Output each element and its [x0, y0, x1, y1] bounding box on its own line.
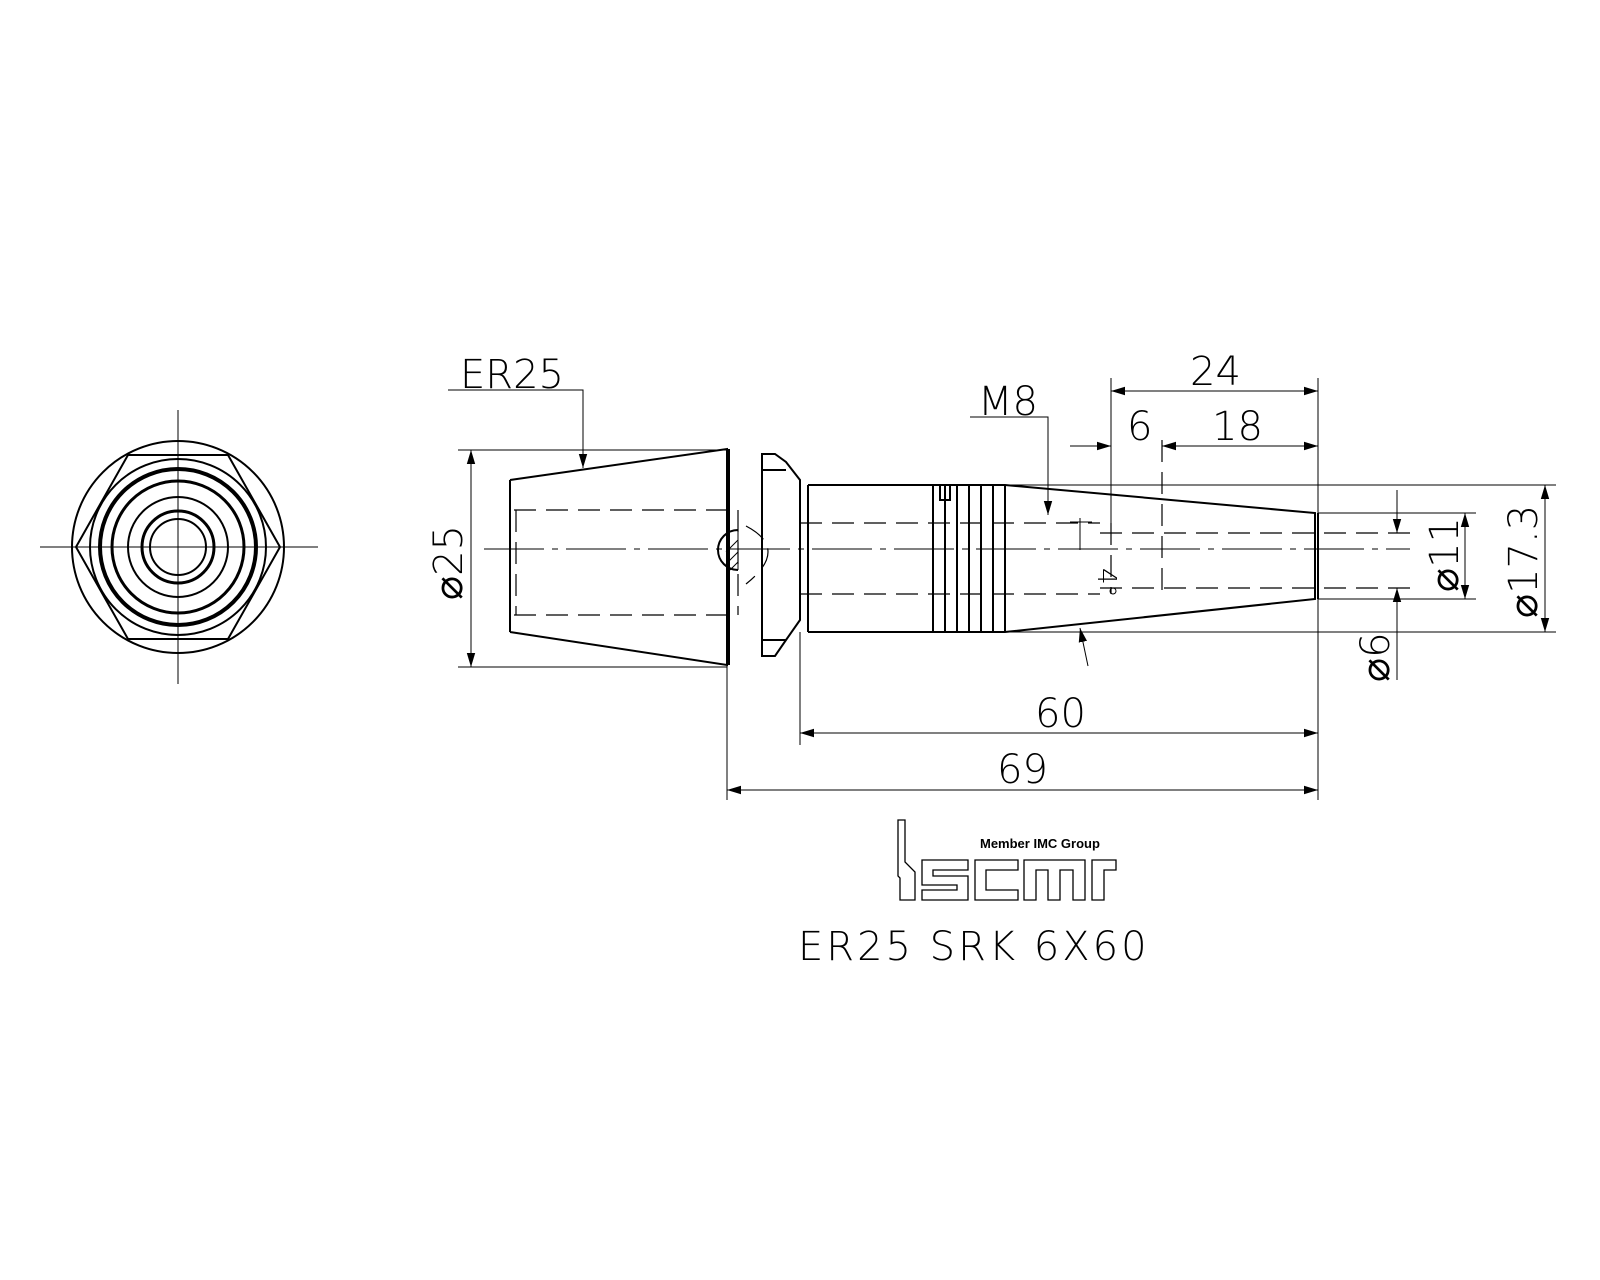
iscar-logo: Member IMC Group — [897, 819, 1117, 901]
angle-mark-label: 4° — [1091, 568, 1121, 598]
end-view-ring-5 — [140, 509, 216, 585]
body-shank-outline — [807, 484, 1316, 633]
dim-m8-label: M8 — [978, 379, 1038, 425]
flange-outline — [761, 453, 801, 657]
side-view — [484, 440, 1420, 667]
angle-mark-leader — [1078, 627, 1089, 667]
dim-11-label: ⌀11 — [1422, 517, 1468, 592]
logo-tagline: Member IMC Group — [980, 836, 1100, 851]
dim-17-label: ⌀17.3 — [1501, 505, 1547, 618]
end-view-ring-4 — [127, 496, 229, 598]
end-view-hex-nut — [74, 454, 282, 640]
end-view-ring-6 — [149, 518, 207, 576]
dim-er25-leader — [448, 389, 588, 468]
dim-6dia-label: ⌀6 — [1353, 632, 1399, 682]
part-number-title: ER25 SRK 6X60 — [798, 924, 1150, 970]
dim-18-label: 18 — [1212, 404, 1263, 450]
end-view — [40, 410, 318, 684]
end-view-ring-3 — [110, 479, 246, 615]
end-view-ring-1 — [89, 458, 267, 636]
logo-wordmark — [897, 819, 1117, 901]
dim-24-label: 24 — [1190, 349, 1241, 395]
collet-cone-outline — [509, 447, 728, 667]
cross-pin-section — [717, 529, 739, 571]
thread-rings — [932, 485, 1006, 632]
end-view-ring-2 — [98, 467, 258, 627]
dim-60-label: 60 — [1035, 691, 1086, 737]
dim-25-label: ⌀25 — [426, 525, 472, 600]
end-view-outer-circle — [71, 440, 285, 654]
dimensions: ER25 M8 24 6 18 ⌀25 ⌀11 ⌀17.3 ⌀ — [426, 349, 1556, 800]
dim-6-label: 6 — [1127, 404, 1152, 450]
pin-relief-arc — [745, 525, 769, 585]
dim-69-label: 69 — [997, 747, 1048, 793]
dim-er25-label: ER25 — [460, 352, 564, 398]
dim-m8-leader — [970, 416, 1053, 515]
